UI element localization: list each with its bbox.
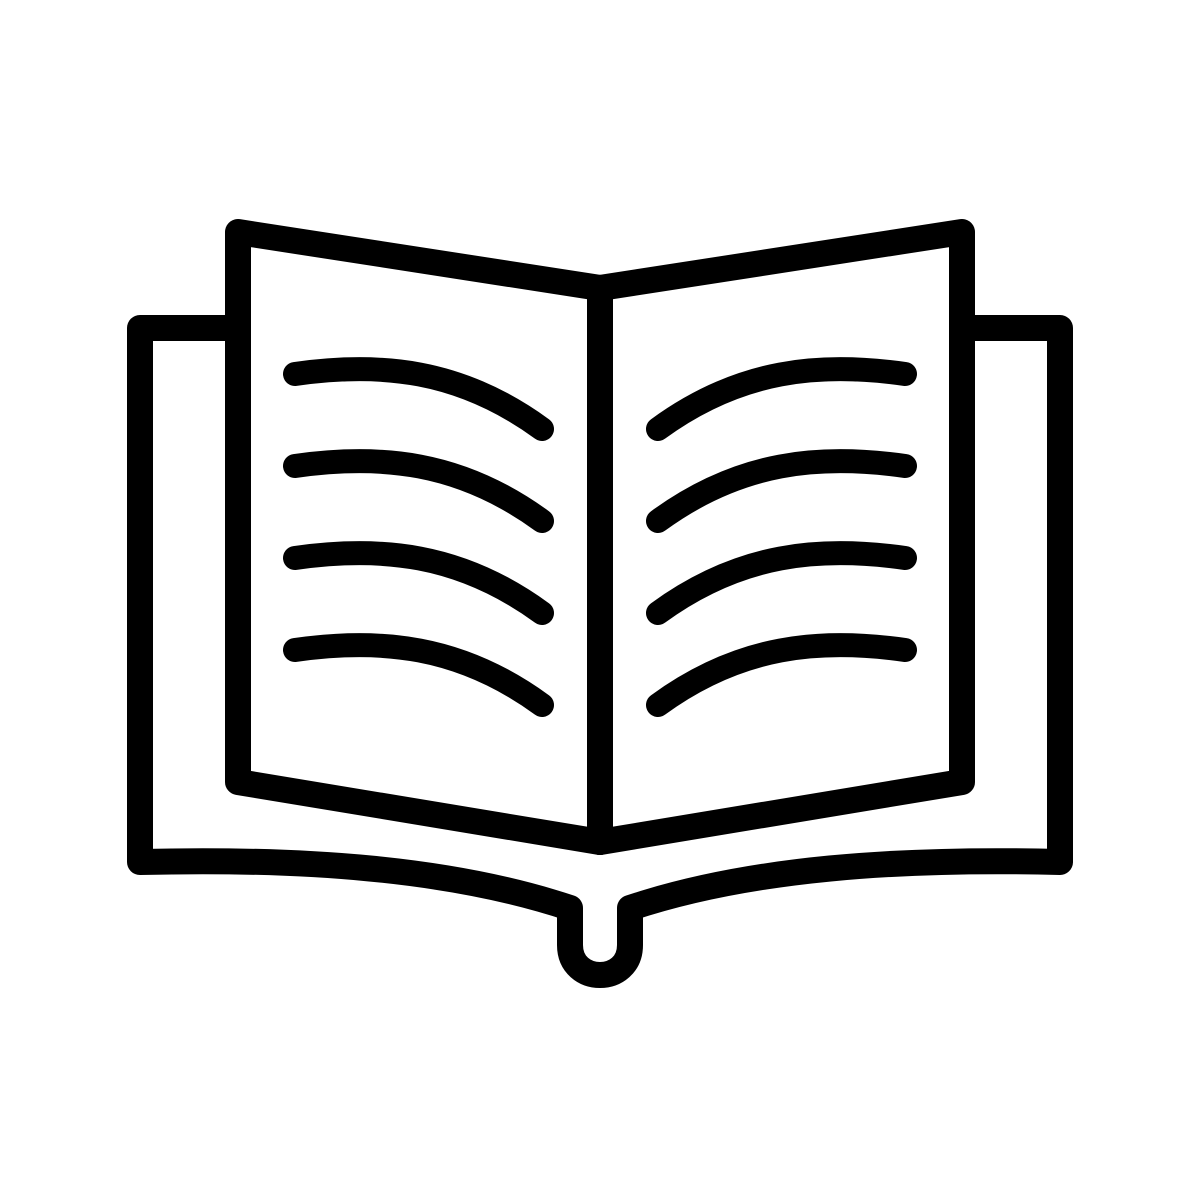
left-page-outline (225, 219, 613, 855)
left-text-line (283, 541, 554, 625)
left-text-line (283, 357, 554, 441)
right-text-line (646, 541, 917, 625)
right-page-outline (587, 219, 975, 855)
right-text-line (646, 633, 917, 717)
right-text-line (646, 449, 917, 533)
left-text-line (283, 633, 554, 717)
right-page-text-lines (646, 357, 917, 717)
left-page-text-lines (283, 357, 554, 717)
right-text-line (646, 357, 917, 441)
book-cover-outline (127, 315, 1073, 988)
left-text-line (283, 449, 554, 533)
